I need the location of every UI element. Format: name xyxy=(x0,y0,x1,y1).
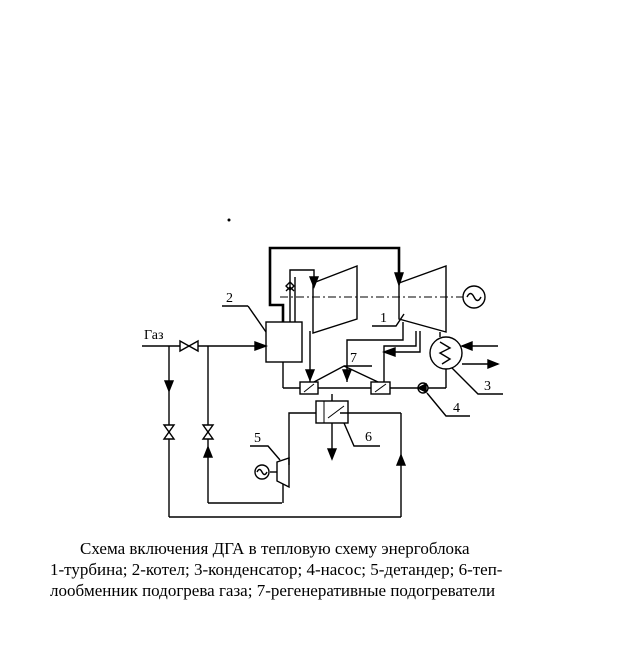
gas-label: Газ xyxy=(144,328,164,343)
pump-arrow-icon xyxy=(416,382,427,394)
expander-label-leader xyxy=(250,445,281,461)
regenerative-heater-2 xyxy=(370,381,391,395)
condenser-label-leader xyxy=(451,367,503,395)
label-4: 4 xyxy=(453,401,460,416)
stray-dot xyxy=(227,218,231,222)
gas-inlet-line xyxy=(142,341,269,351)
condensate-line xyxy=(282,362,447,389)
label-5: 5 xyxy=(254,431,261,446)
label-3: 3 xyxy=(484,379,491,394)
gas-valve xyxy=(179,339,199,353)
condenser-coil-icon xyxy=(438,341,452,365)
pump-label-leader xyxy=(426,392,470,417)
boiler xyxy=(265,321,303,363)
caption-legend-line-2: лообменник подогрева газа; 7-регенератив… xyxy=(50,581,496,600)
regenerative-heater-1 xyxy=(299,381,319,395)
condenser xyxy=(429,336,463,370)
expander-generator-wave-icon xyxy=(256,468,268,476)
hp-extraction xyxy=(304,331,316,382)
expander-outlet-line xyxy=(288,412,316,465)
boiler-label-leader xyxy=(247,305,267,333)
label-2: 2 xyxy=(226,291,233,306)
generator xyxy=(462,285,486,309)
generator-wave-icon xyxy=(466,292,482,302)
label-1: 1 xyxy=(380,311,387,326)
expander-generator xyxy=(254,464,270,480)
heat-exchanger-diagonal xyxy=(327,405,345,419)
hp-turbine xyxy=(312,264,358,334)
main-steam-loop xyxy=(268,246,404,322)
drain-arrow-icon xyxy=(326,448,338,461)
label-6: 6 xyxy=(365,430,372,445)
caption-legend-line-1: 1-турбина; 2-котел; 3-конденсатор; 4-нас… xyxy=(50,560,503,579)
left-bypass-branch xyxy=(162,346,407,518)
caption-title: Схема включения ДГА в тепловую схему эне… xyxy=(80,539,470,558)
lp-extraction-lines xyxy=(341,322,421,382)
cooling-water-lines xyxy=(460,340,500,370)
heat-exchanger-label-leader xyxy=(343,422,380,447)
lp-turbine xyxy=(398,265,447,333)
expander-branch xyxy=(201,346,282,504)
gas-heat-exchanger xyxy=(315,400,349,424)
turbine-label-leader xyxy=(372,313,405,327)
expander xyxy=(276,457,290,489)
label-7: 7 xyxy=(350,351,357,366)
